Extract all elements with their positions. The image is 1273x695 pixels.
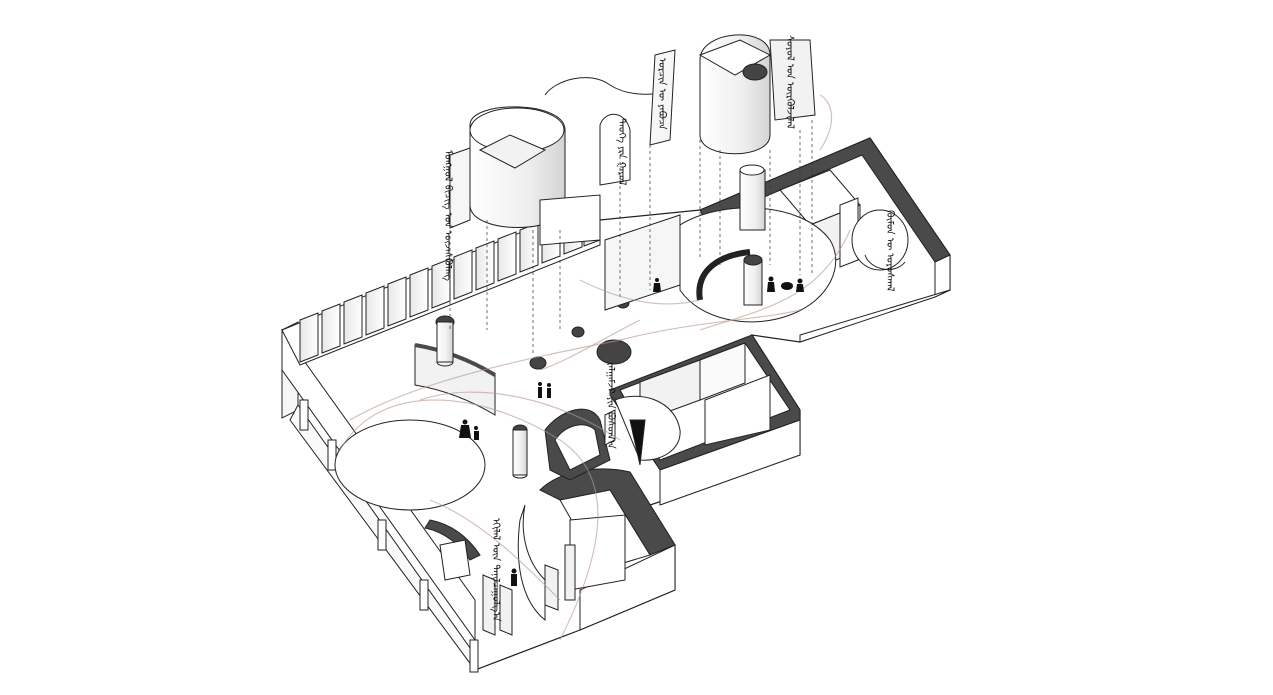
vertical-label: ᠣᠷᠴᠢᠨ ᠦ ᠶᠠᠪᠤᠴᠠ	[656, 58, 667, 130]
person-icon	[459, 419, 471, 438]
vertical-label: ᠰᠣᠶᠣᠯ ᠤᠨ ᠦᠷᠭᠦᠯᠵᠢᠯᠡᠯ	[784, 35, 795, 129]
oval-stage	[334, 419, 486, 511]
bottom-left-displays	[424, 519, 559, 636]
projection-guides	[449, 120, 813, 355]
person-icon	[796, 278, 804, 292]
panel-fence	[281, 197, 601, 366]
floor-pillars	[436, 321, 528, 479]
vertical-label: ᠲᠡᠦᠬᠡ ᠶᠢᠨ ᠭᠠᠷᠤᠯ	[616, 118, 627, 186]
people	[459, 276, 804, 586]
person-icon	[767, 276, 775, 292]
vertical-label: ᠮᠣᠩᠭᠣᠯ ᠪᠢᠴᠢᠭ ᠤᠨ ᠦᠵᠡᠰᠬᠦᠯᠡᠩ	[442, 150, 453, 281]
person-icon	[547, 383, 551, 398]
right-wing-walls	[699, 137, 951, 343]
person-icon	[653, 278, 661, 292]
vertical-label: ᠡᠬᠢᠯᠡᠯ ᠦᠨ ᠲᠠᠨᠢᠯᠴᠠᠭᠤᠯᠭ᠎ᠠ	[490, 518, 501, 622]
lower-rooms	[609, 334, 801, 506]
sweep-curves	[339, 94, 851, 641]
bottom-block	[517, 468, 676, 631]
exploded-cylinder-right	[599, 34, 816, 231]
vertical-label: ᠬᠦᠮᠦᠨ ᠦ ᠤᠷᠤᠰᠬᠠᠯ	[884, 210, 895, 292]
exploded-cylinder-left	[449, 77, 671, 246]
person-icon	[511, 568, 517, 586]
vertical-label: ᠵᠠᠯᠭᠠᠮᠵᠢ ᠶᠢᠨ ᠪᠣᠰᠤᠭ᠎ᠠ	[605, 362, 616, 449]
person-icon	[538, 382, 542, 398]
person-icon	[474, 426, 479, 440]
central-curved-wall	[544, 408, 616, 481]
